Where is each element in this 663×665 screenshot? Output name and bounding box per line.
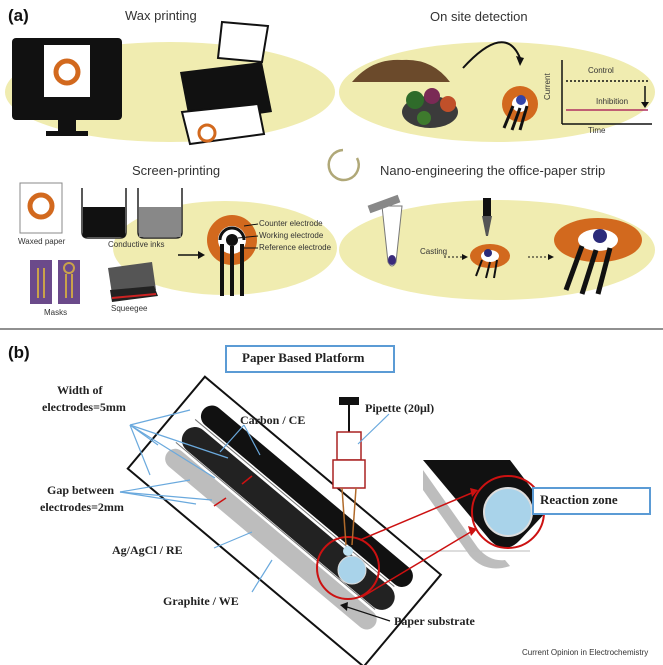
width-label-2: electrodes=5mm xyxy=(42,400,126,414)
squeegee-icon xyxy=(108,262,158,302)
counter-electrode-label: Counter electrode xyxy=(259,219,323,228)
wax-printing-title: Wax printing xyxy=(125,8,197,23)
printer-icon xyxy=(180,20,272,146)
platform-title-box xyxy=(225,345,395,373)
gap-label-2: electrodes=2mm xyxy=(40,500,124,514)
detection-sensor-icon xyxy=(502,86,538,131)
squeegee-label: Squeegee xyxy=(111,304,148,313)
current-time-graph xyxy=(561,60,652,125)
ink-beaker-gray-icon xyxy=(137,188,183,239)
curved-arrow xyxy=(462,41,521,69)
graphite-label: Graphite / WE xyxy=(163,594,239,608)
control-label: Control xyxy=(588,66,614,75)
monitor-icon xyxy=(12,38,122,136)
zoom-connector-top xyxy=(359,491,475,541)
red-gap-arrows xyxy=(213,475,253,507)
tube-icon xyxy=(367,194,403,267)
drop-falling xyxy=(343,546,353,556)
footer-credit: Current Opinion in Electrochemistry xyxy=(522,648,649,657)
ink-beaker-black-icon xyxy=(81,188,127,239)
reaction-zone-label: Reaction zone xyxy=(540,492,618,507)
gap-label-1: Gap between xyxy=(47,483,114,497)
on-site-title: On site detection xyxy=(430,9,528,24)
droplet xyxy=(337,555,367,585)
mask-icon xyxy=(30,260,80,304)
agcl-label: Ag/AgCl / RE xyxy=(112,543,183,557)
pipette-label: Pipette (20μl) xyxy=(365,401,435,415)
soil-icon xyxy=(352,59,450,82)
dropper-icon xyxy=(482,198,492,236)
reaction-zone-marker xyxy=(316,536,380,600)
width-label-1: Width of xyxy=(57,383,103,397)
screen-printed-electrode-icon xyxy=(207,215,259,296)
on-site-backdrop xyxy=(339,42,655,142)
waxed-paper-label: Waxed paper xyxy=(18,237,66,246)
panel-b-label: (b) xyxy=(8,343,30,362)
masks-label: Masks xyxy=(44,308,68,317)
panel-a-label: (a) xyxy=(8,6,29,25)
zoomed-strip xyxy=(423,460,548,569)
paper-substrate-label: Paper substrate xyxy=(394,614,475,628)
cycle-arrow-icon xyxy=(327,148,360,182)
label-arrows xyxy=(119,409,390,593)
current-label: Current xyxy=(543,73,552,100)
pipette-icon xyxy=(332,397,366,546)
nano-sensor-small-icon xyxy=(470,244,510,279)
reaction-zone-box xyxy=(532,487,651,515)
conductive-inks-label: Conductive inks xyxy=(108,240,165,249)
vegetables-icon xyxy=(402,88,458,128)
carbon-label: Carbon / CE xyxy=(240,413,306,427)
inhibition-label: Inhibition xyxy=(596,97,629,106)
time-label: Time xyxy=(588,126,606,135)
nano-title: Nano-engineering the office-paper strip xyxy=(380,163,606,178)
working-electrode-label: Working electrode xyxy=(259,231,324,240)
paper-substrate-arrow xyxy=(343,605,391,622)
zoom-connector-bottom xyxy=(361,529,475,598)
casting-label: Casting xyxy=(420,247,448,256)
waxed-paper-icon xyxy=(19,182,63,234)
reference-electrode-label: Reference electrode xyxy=(259,243,332,252)
nano-sensor-large-icon xyxy=(554,218,642,295)
screen-printing-title: Screen-printing xyxy=(132,163,221,178)
platform-title: Paper Based Platform xyxy=(242,350,365,365)
